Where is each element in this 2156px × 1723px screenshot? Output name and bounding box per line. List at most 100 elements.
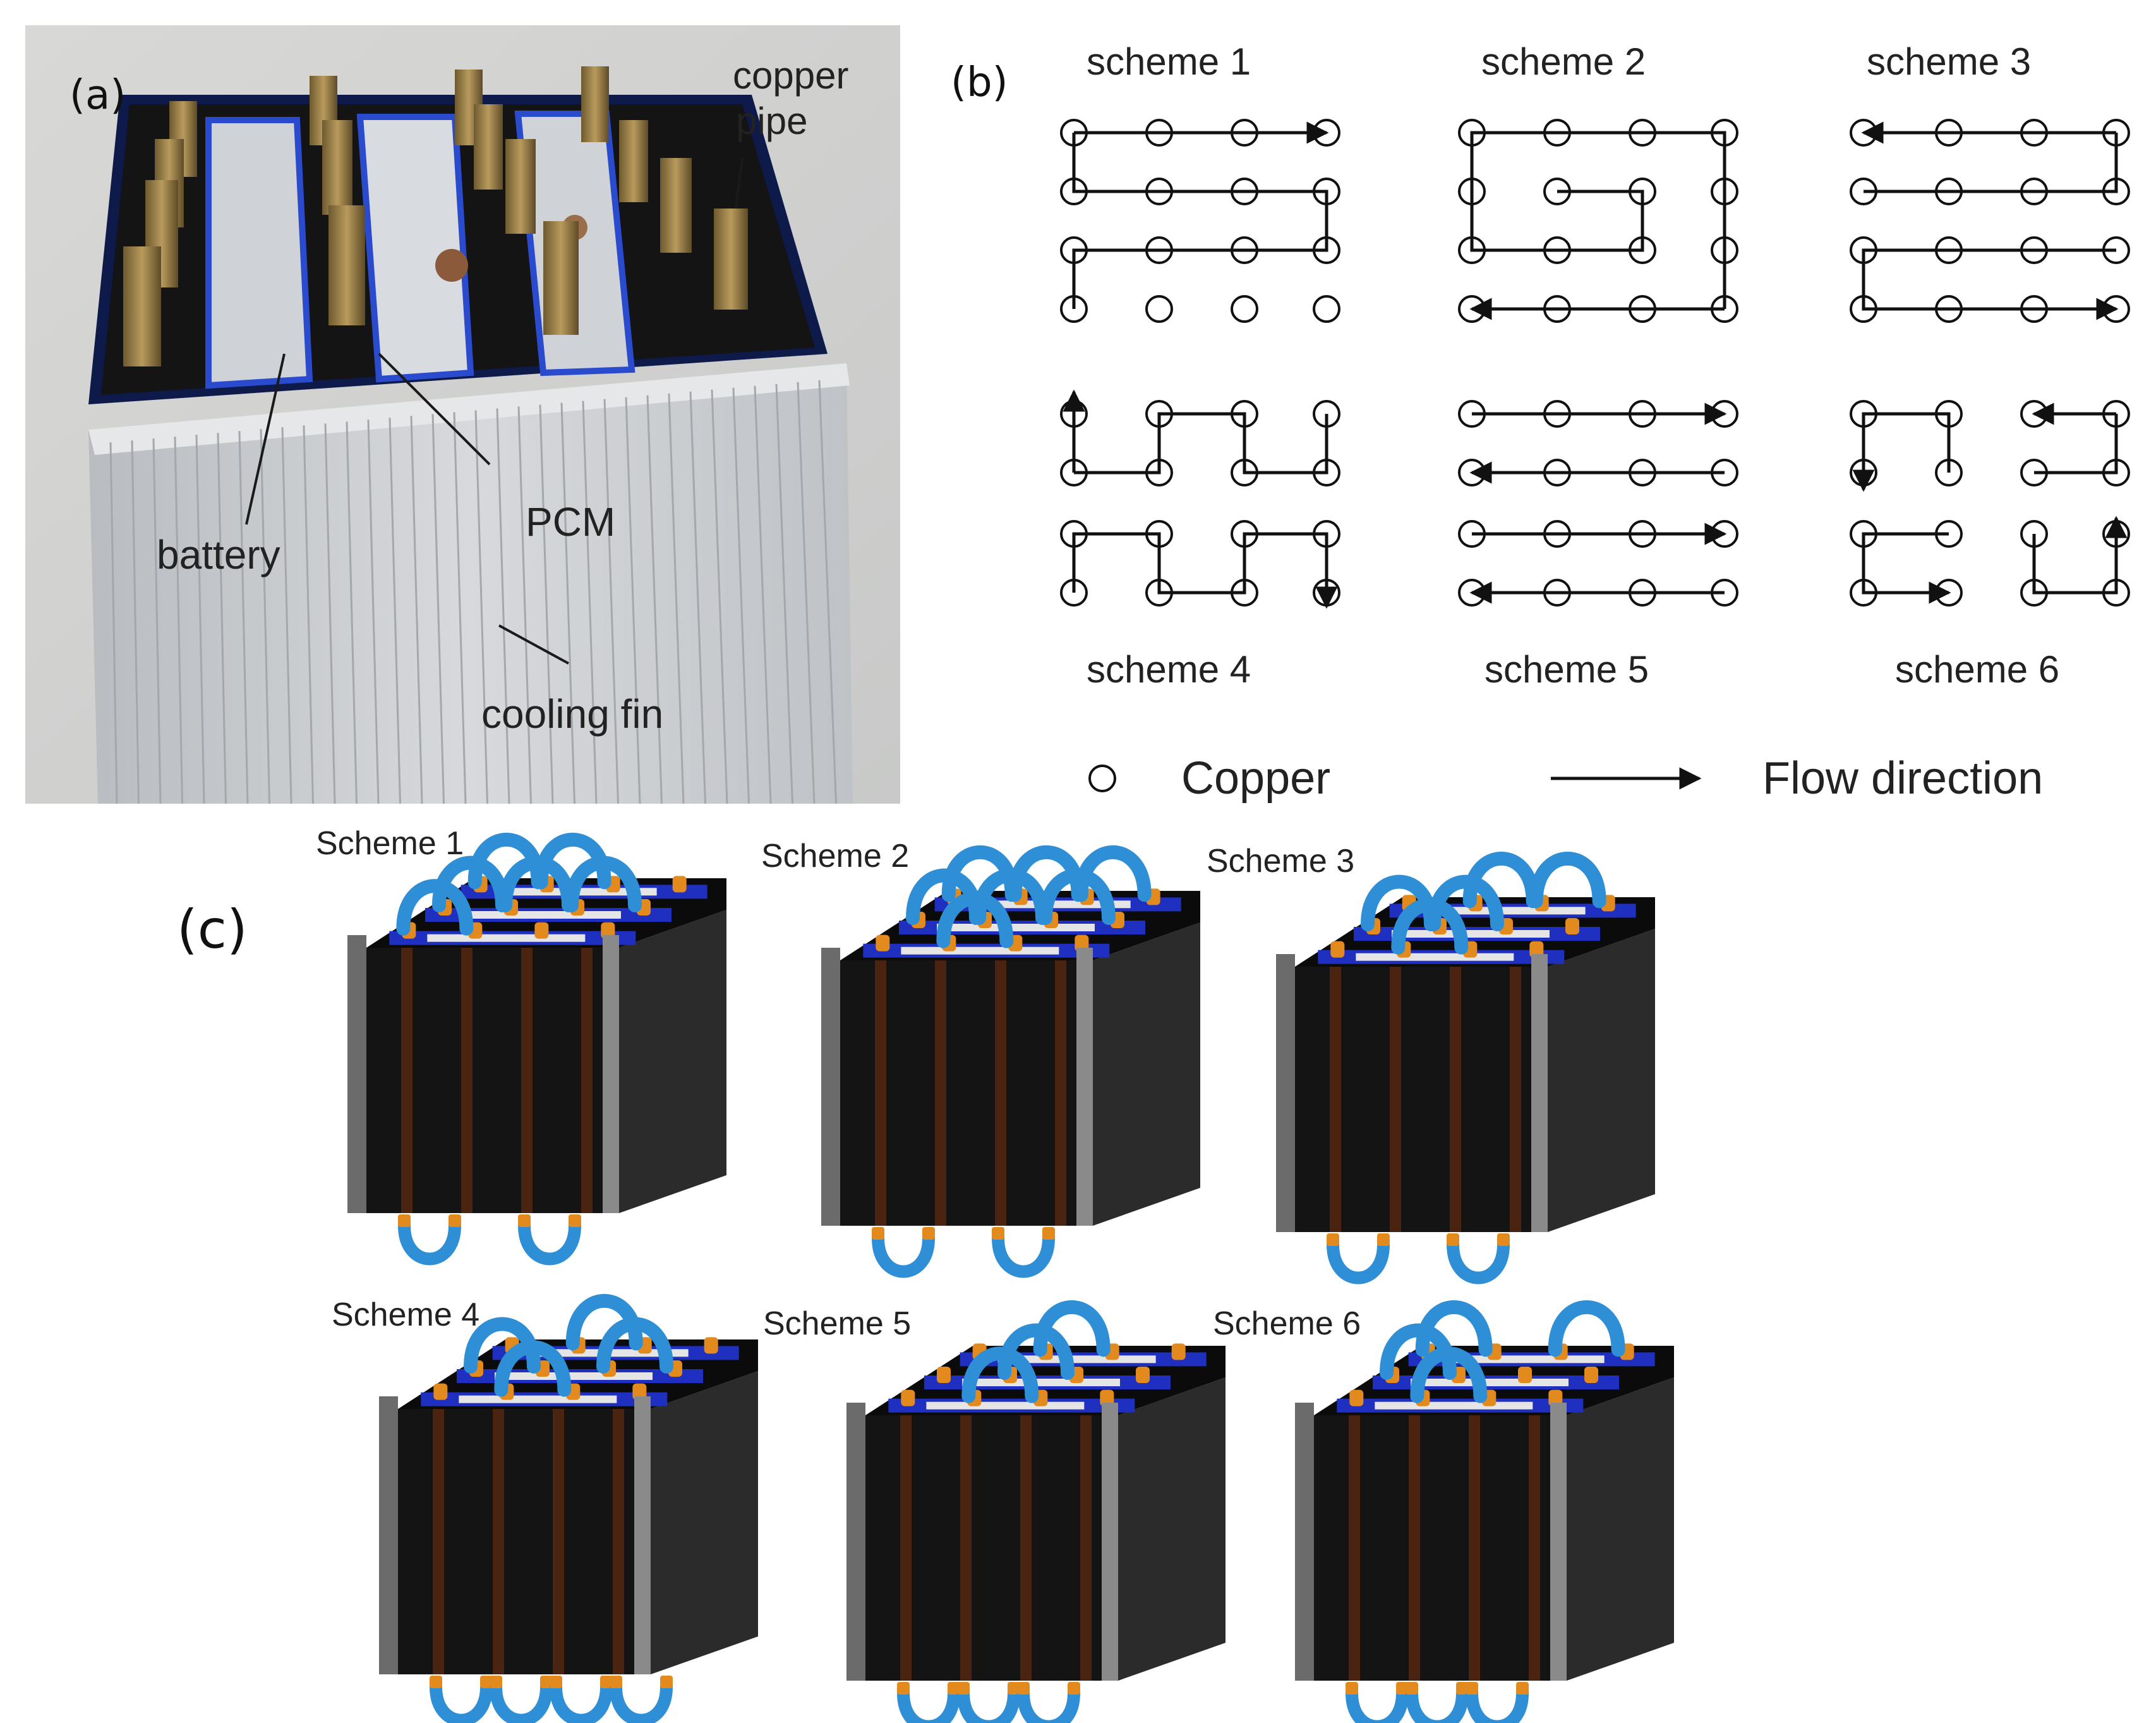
model-bottom-u-bend xyxy=(610,1681,673,1723)
model-scheme-1 xyxy=(347,833,726,1266)
model-vertical-pipe xyxy=(1020,1415,1032,1681)
model-bottom-u-bend xyxy=(1346,1687,1409,1723)
model-pipe-cap xyxy=(534,922,549,939)
model-bottom-u-bend xyxy=(518,1219,581,1266)
flow-path xyxy=(1074,412,1328,475)
model-pipe-cap xyxy=(433,1383,448,1400)
model-pipe-cap xyxy=(1171,1343,1186,1360)
scheme-diagrams xyxy=(1060,119,2130,609)
flow-path xyxy=(1852,412,1951,492)
model-end-plate xyxy=(1276,954,1295,1232)
model-u-bend xyxy=(565,855,642,912)
flow-path xyxy=(1864,133,2118,193)
model-cell-plate xyxy=(962,1379,1120,1386)
fin-groove xyxy=(603,399,619,804)
model-u-bend xyxy=(1529,852,1606,909)
model-vertical-pipe xyxy=(1330,967,1341,1232)
model-bottom-u-bend xyxy=(1466,1687,1529,1723)
model-pipe-cap xyxy=(1447,1233,1459,1246)
model-side-face xyxy=(1567,1377,1674,1681)
model-3-title: Scheme 3 xyxy=(1207,843,1354,880)
flow-path xyxy=(1072,133,1328,309)
scheme-3-title: scheme 3 xyxy=(1867,40,2031,83)
model-end-plate xyxy=(1076,948,1093,1226)
fin-groove xyxy=(367,420,380,804)
model-pipe-cap xyxy=(1377,1233,1390,1246)
fin-groove xyxy=(453,412,467,804)
scheme-1-title: scheme 1 xyxy=(1087,40,1251,83)
model-bottom-u-bend xyxy=(430,1681,493,1723)
model-u-bend xyxy=(936,892,1014,948)
model-bottom-u-bend xyxy=(872,1232,935,1278)
label-pcm: PCM xyxy=(526,499,615,545)
panel-c-tag: (c) xyxy=(177,898,248,960)
label-battery: battery xyxy=(157,532,280,577)
panel-a-tag: (a) xyxy=(69,72,126,119)
fin-grooves xyxy=(109,380,837,804)
model-vertical-pipe xyxy=(581,948,593,1213)
fin-groove xyxy=(109,442,118,804)
model-bottom-u-bend xyxy=(1017,1687,1080,1723)
model-pipe-cap xyxy=(897,1682,910,1695)
legend-flow-label: Flow direction xyxy=(1762,753,2043,804)
fin-groove xyxy=(668,393,685,804)
label-cooling-fin: cooling fin xyxy=(481,691,663,737)
fin-groove xyxy=(324,423,336,804)
model-vertical-pipe xyxy=(521,948,533,1213)
legend-copper-symbol xyxy=(1088,765,1116,792)
fin-groove xyxy=(260,429,270,804)
model-pipe-cap xyxy=(1516,1682,1529,1695)
model-pipe-cap xyxy=(704,1337,718,1354)
cooling-fin xyxy=(88,363,853,804)
fin-groove xyxy=(346,421,358,804)
model-vertical-pipe xyxy=(1469,1415,1480,1681)
model-cell-plate xyxy=(1356,953,1514,961)
model-vertical-pipe xyxy=(1055,960,1066,1226)
fin-groove xyxy=(217,433,227,804)
model-cell-plate xyxy=(901,946,1059,955)
fin-groove xyxy=(560,402,575,804)
model-bottom-u-bend xyxy=(550,1681,613,1723)
model-u-bend xyxy=(961,1346,1039,1403)
model-pipe-cap xyxy=(992,1227,1004,1240)
model-pipe-cap xyxy=(1497,1233,1510,1246)
fin-groove xyxy=(754,385,772,804)
model-pipe-cap xyxy=(1518,1367,1532,1383)
model-pipe-cap xyxy=(1327,1233,1339,1246)
label-copper-pipe-line1: copper xyxy=(733,54,848,97)
model-end-plate xyxy=(821,948,840,1226)
model-pipe-cap xyxy=(398,1214,411,1227)
model-end-plate xyxy=(634,1396,651,1674)
model-side-face xyxy=(1118,1377,1226,1681)
scheme-6-title: scheme 6 xyxy=(1895,648,2059,691)
model-pipe-cap xyxy=(550,1676,562,1688)
fin-groove xyxy=(195,435,205,804)
model-bottom-u-bend xyxy=(897,1687,960,1723)
fin-groove xyxy=(174,437,183,804)
panel-b-tag: (b) xyxy=(951,59,1008,106)
model-bottom-u-bend xyxy=(398,1219,461,1266)
model-u-bend xyxy=(498,855,575,912)
fin-groove xyxy=(131,440,140,804)
model-pipe-cap xyxy=(876,934,890,952)
model-pipe-cap xyxy=(957,1682,970,1695)
fin-groove xyxy=(517,406,532,804)
model-bottom-u-bend xyxy=(1447,1238,1510,1285)
model-scheme-6 xyxy=(1295,1300,1674,1723)
model-end-plate xyxy=(1550,1403,1567,1681)
legend: Copper Flow direction xyxy=(1088,753,2043,804)
model-vertical-pipe xyxy=(1390,967,1401,1232)
model-pipe-cap xyxy=(937,1367,951,1383)
model-cell-plate xyxy=(926,1401,1085,1410)
model-scheme-5 xyxy=(846,1300,1226,1723)
flow-path xyxy=(2034,414,2118,475)
model-pipe-cap xyxy=(1584,1367,1598,1383)
scheme-2-title: scheme 2 xyxy=(1481,40,1646,83)
model-u-bend xyxy=(1410,1346,1488,1403)
model-pipe-cap xyxy=(610,1676,622,1688)
model-end-plate xyxy=(846,1403,865,1681)
fin-groove xyxy=(303,425,314,804)
model-pipe-cap xyxy=(1136,1367,1150,1383)
fin-groove xyxy=(732,387,750,804)
